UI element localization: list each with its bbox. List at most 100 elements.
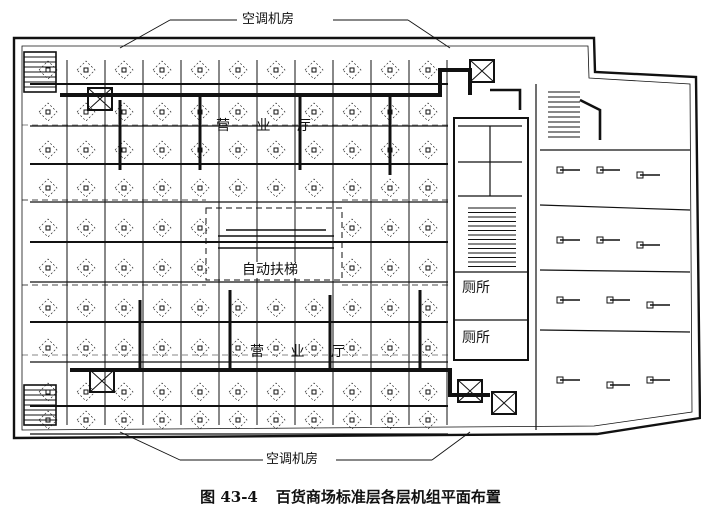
diffuser-mark: [38, 218, 58, 238]
diffuser-mark: [342, 218, 362, 238]
diffuser-outlet: [235, 185, 241, 191]
diffuser-outlet: [387, 265, 393, 271]
diffuser-mark: [228, 298, 248, 318]
diffuser-mark: [114, 382, 134, 402]
diffuser-outlet: [197, 305, 203, 311]
diffuser-outlet: [121, 185, 127, 191]
ac-unit: [469, 59, 495, 83]
diffuser-mark: [152, 338, 172, 358]
diffuser-outlet: [159, 67, 165, 73]
diffuser-mark: [190, 140, 210, 160]
ac-unit-cross: [469, 59, 495, 83]
diffuser-mark: [380, 258, 400, 278]
diffuser-mark: [38, 410, 58, 430]
diffuser-outlet: [45, 265, 51, 271]
diffuser-mark: [304, 410, 324, 430]
ac-unit: [89, 369, 115, 393]
diffuser-outlet: [425, 389, 431, 395]
diffuser-outlet: [121, 109, 127, 115]
diffuser-outlet: [349, 265, 355, 271]
diffuser-mark: [190, 60, 210, 80]
diffuser-outlet: [159, 305, 165, 311]
diffuser-mark: [418, 60, 438, 80]
diffuser-outlet: [273, 305, 279, 311]
diffuser-outlet: [235, 389, 241, 395]
diffuser-mark: [342, 102, 362, 122]
diffuser-mark: [418, 140, 438, 160]
diffuser-outlet: [425, 225, 431, 231]
diffuser-mark: [38, 298, 58, 318]
diffuser-outlet: [45, 109, 51, 115]
escalator-zone: [205, 207, 343, 281]
diffuser-outlet: [311, 389, 317, 395]
diffuser-outlet: [387, 67, 393, 73]
diffuser-outlet: [83, 417, 89, 423]
diffuser-mark: [114, 60, 134, 80]
diffuser-mark: [38, 178, 58, 198]
diffuser-mark: [114, 338, 134, 358]
diffuser-mark: [76, 60, 96, 80]
diffuser-outlet: [45, 225, 51, 231]
diffuser-outlet: [425, 417, 431, 423]
diffuser-mark: [76, 258, 96, 278]
diffuser-outlet: [45, 345, 51, 351]
diffuser-outlet: [425, 147, 431, 153]
diffuser-outlet: [83, 345, 89, 351]
diffuser-outlet: [311, 305, 317, 311]
diffuser-mark: [190, 178, 210, 198]
diffuser-mark: [418, 258, 438, 278]
diffuser-mark: [228, 140, 248, 160]
diffuser-outlet: [311, 185, 317, 191]
diffuser-outlet: [311, 109, 317, 115]
diffuser-mark: [418, 382, 438, 402]
diffuser-mark: [304, 298, 324, 318]
escalator-label: 自动扶梯: [242, 262, 298, 278]
diffuser-mark: [304, 60, 324, 80]
diffuser-mark: [266, 178, 286, 198]
diffuser-mark: [114, 218, 134, 238]
diffuser-mark: [152, 60, 172, 80]
diffuser-mark: [380, 178, 400, 198]
diffuser-mark: [152, 410, 172, 430]
diffuser-outlet: [197, 225, 203, 231]
diffuser-outlet: [197, 265, 203, 271]
diffuser-mark: [380, 382, 400, 402]
toilet-label-1: 厕所: [462, 280, 490, 296]
diffuser-outlet: [387, 345, 393, 351]
ac-room-label-top: 空调机房: [240, 12, 297, 28]
diffuser-outlet: [425, 185, 431, 191]
diffuser-outlet: [349, 67, 355, 73]
diffuser-outlet: [197, 345, 203, 351]
diffuser-outlet: [387, 147, 393, 153]
diffuser-outlet: [159, 185, 165, 191]
diffuser-outlet: [45, 147, 51, 153]
diffuser-mark: [152, 178, 172, 198]
diffuser-mark: [304, 382, 324, 402]
building-outline: [12, 36, 701, 440]
diffuser-outlet: [121, 225, 127, 231]
diffuser-mark: [38, 338, 58, 358]
diffuser-outlet: [83, 147, 89, 153]
diffuser-outlet: [197, 417, 203, 423]
diffuser-outlet: [349, 109, 355, 115]
diffuser-outlet: [387, 185, 393, 191]
ac-unit-cross: [87, 87, 113, 111]
diffuser-outlet: [387, 225, 393, 231]
diffuser-outlet: [349, 389, 355, 395]
diffuser-mark: [190, 258, 210, 278]
diffuser-mark: [342, 298, 362, 318]
diffuser-mark: [304, 338, 324, 358]
diffuser-outlet: [235, 417, 241, 423]
diffuser-mark: [76, 178, 96, 198]
ac-unit-cross: [457, 379, 483, 403]
diffuser-mark: [342, 140, 362, 160]
diffuser-mark: [342, 258, 362, 278]
diffuser-outlet: [159, 345, 165, 351]
diffuser-mark: [266, 298, 286, 318]
diffuser-mark: [418, 338, 438, 358]
diffuser-outlet: [235, 67, 241, 73]
diffuser-mark: [342, 60, 362, 80]
diffuser-mark: [152, 140, 172, 160]
diffuser-mark: [304, 140, 324, 160]
diffuser-outlet: [349, 305, 355, 311]
